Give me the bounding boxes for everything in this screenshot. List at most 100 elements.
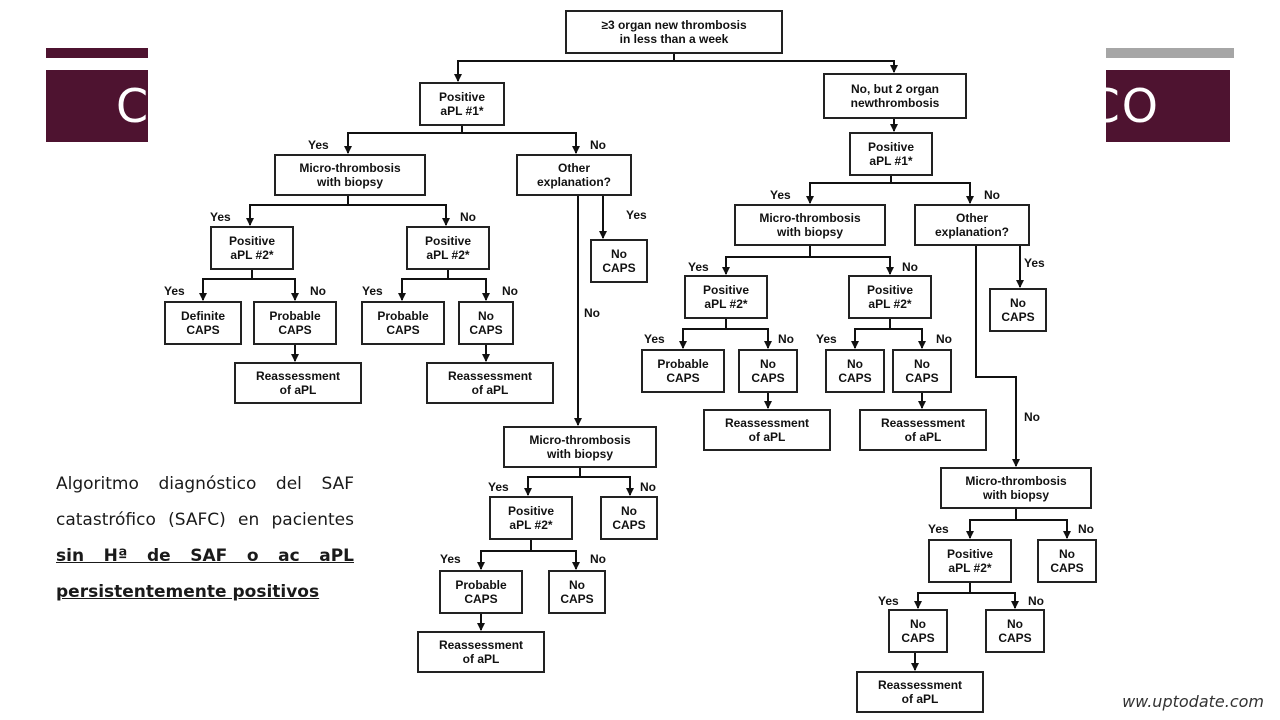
flow-node-box (503, 426, 657, 468)
flow-node-box (417, 631, 545, 673)
flow-node-text: Positive (703, 283, 749, 297)
flow-node-text: CAPS (1001, 310, 1034, 324)
flow-node-text: Reassessment (448, 369, 532, 383)
edge-arrow (890, 175, 974, 204)
flow-node-text: with biopsy (546, 447, 613, 461)
flow-node-text: CAPS (602, 261, 635, 275)
flow-node-text: CAPS (560, 592, 593, 606)
edge-label: No (640, 480, 656, 494)
flow-node-box (406, 226, 490, 270)
flow-node-text: No (569, 578, 585, 592)
flow-node-text: aPL #2* (704, 297, 747, 311)
caption-lead: Algoritmo diagnóstico del SAF catastrófi… (56, 474, 354, 530)
edge-label: No (1078, 522, 1094, 536)
flow-node-text: with biopsy (776, 225, 843, 239)
edge-label: No (984, 188, 1000, 202)
edge-label: Yes (644, 332, 665, 346)
edge-arrow (251, 269, 299, 301)
edge-label: Yes (1024, 256, 1045, 270)
edge-label: No (902, 260, 918, 274)
edge-arrow (246, 195, 349, 226)
edge-label: Yes (308, 138, 329, 152)
flow-node-box (361, 301, 445, 345)
flow-node-box (892, 349, 952, 393)
edge-arrow (398, 269, 449, 301)
flow-node-text: CAPS (386, 323, 419, 337)
edge-arrow (725, 318, 772, 349)
flow-node-text: Reassessment (725, 416, 809, 430)
edge-label: No (778, 332, 794, 346)
flow-node-text: Micro-thrombosis (965, 474, 1067, 488)
flow-node-text: with biopsy (316, 175, 383, 189)
flow-node-box (985, 609, 1045, 653)
flow-node-text: No (1007, 617, 1023, 631)
edge-label: No (584, 306, 600, 320)
flow-node-box (516, 154, 632, 196)
caption-text: Algoritmo diagnóstico del SAF catastrófi… (56, 466, 354, 610)
flow-node-text: Positive (439, 90, 485, 104)
flow-node-text: Positive (425, 234, 471, 248)
flow-node-text: aPL #2* (426, 248, 469, 262)
flow-node-text: Probable (455, 578, 507, 592)
flow-node-box (419, 82, 505, 126)
flow-node-text: newthrombosis (851, 96, 940, 110)
flow-node-text: Positive (947, 547, 993, 561)
edge-arrow (530, 539, 580, 570)
flow-node-text: CAPS (751, 371, 784, 385)
flow-node-text: No (1010, 296, 1026, 310)
flow-node-text: of aPL (472, 383, 509, 397)
edge-label: Yes (488, 480, 509, 494)
edge-label: Yes (770, 188, 791, 202)
flow-node-box (548, 570, 606, 614)
flow-node-box (439, 570, 523, 614)
flow-node-text: with biopsy (982, 488, 1049, 502)
flow-node-box (210, 226, 294, 270)
edge-label: No (1028, 594, 1044, 608)
flow-node-text: CAPS (612, 518, 645, 532)
flow-node-text: of aPL (463, 652, 500, 666)
edge-arrow (673, 53, 898, 73)
flow-node-text: aPL #2* (509, 518, 552, 532)
edge-arrow (966, 508, 1017, 539)
flow-node-text: Probable (377, 309, 429, 323)
edge-arrow (806, 175, 892, 204)
edge-label: No (460, 210, 476, 224)
flow-node-text: Micro-thrombosis (529, 433, 631, 447)
flow-node-text: CAPS (905, 371, 938, 385)
flow-node-text: Positive (229, 234, 275, 248)
edge-arrow (809, 245, 894, 275)
flow-node-text: Other (956, 211, 988, 225)
flow-node-box (989, 288, 1047, 332)
flow-node-text: CAPS (838, 371, 871, 385)
caption-emphasis: sin Hª de SAF o ac aPL persistentemente … (56, 546, 354, 602)
edge-arrow (975, 245, 1020, 467)
flow-node-box (458, 301, 514, 345)
flow-node-text: No (621, 504, 637, 518)
edge-label: No (590, 552, 606, 566)
flow-node-text: No (847, 357, 863, 371)
flow-node-text: CAPS (464, 592, 497, 606)
flow-node-box (565, 10, 783, 54)
edge-arrow (347, 195, 450, 226)
flow-node-text: Reassessment (881, 416, 965, 430)
edge-arrow (199, 269, 253, 301)
edge-arrow (447, 269, 490, 301)
flow-node-text: Reassessment (256, 369, 340, 383)
flow-node-box (738, 349, 798, 393)
edge-arrow (889, 318, 926, 349)
edge-label: Yes (362, 284, 383, 298)
flow-node-text: CAPS (998, 631, 1031, 645)
flow-node-box (734, 204, 886, 246)
flow-node-box (888, 609, 948, 653)
edge-arrow (914, 582, 971, 609)
flow-node-text: Micro-thrombosis (299, 161, 401, 175)
flow-node-text: CAPS (1050, 561, 1083, 575)
flow-node-box (274, 154, 426, 196)
flow-node-text: ≥3 organ new thrombosis (601, 18, 747, 32)
flow-node-text: of aPL (749, 430, 786, 444)
edge-arrow (1015, 508, 1071, 539)
edge-label: Yes (210, 210, 231, 224)
flow-node-text: CAPS (186, 323, 219, 337)
flow-node-box (848, 275, 932, 319)
